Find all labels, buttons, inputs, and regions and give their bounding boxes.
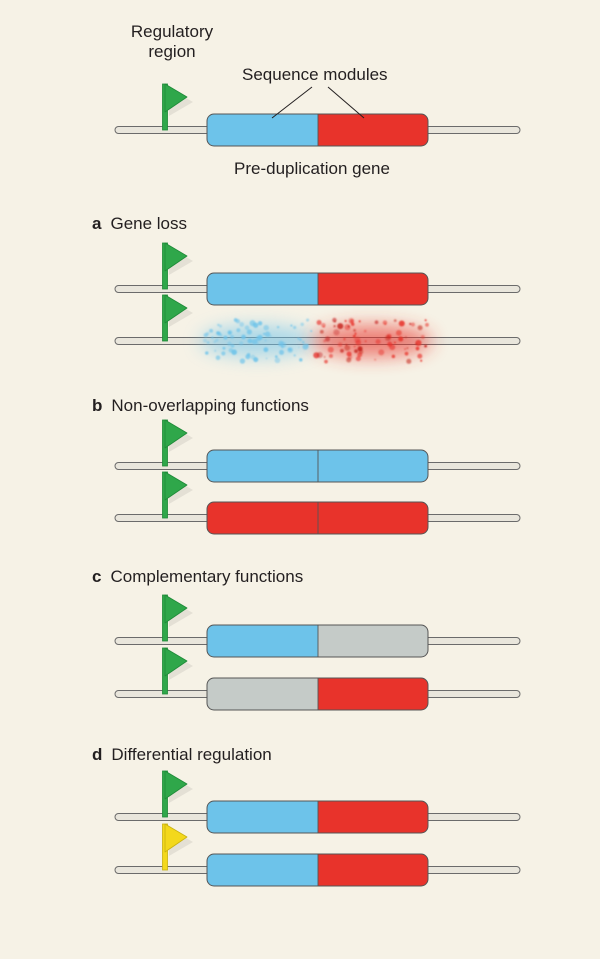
panel-d-row-1-regulatory-flag — [162, 770, 193, 818]
gene-module-left — [207, 502, 318, 534]
gene-module-right — [318, 801, 428, 833]
panel-c-row-1-regulatory-flag — [162, 594, 193, 642]
gene-outline — [206, 853, 429, 887]
panel-d-row-1-gene — [206, 800, 429, 834]
panel-a-row-1-regulatory-flag — [162, 242, 193, 290]
gene-module-left — [207, 450, 318, 482]
panel-c-row-2-gene — [206, 677, 429, 711]
panel-c-letter: c — [92, 567, 102, 586]
gene-outline — [206, 272, 429, 306]
panel-c-row-2-regulatory-flag — [162, 647, 193, 695]
pointer-line-blue-module — [271, 86, 313, 119]
gene-module-right — [318, 854, 428, 886]
panel-b-row-2-gene — [206, 501, 429, 535]
panel-a-title: a Gene loss — [92, 214, 187, 234]
panel-d-row-2-gene — [206, 853, 429, 887]
panel-d-title: d Differential regulation — [92, 745, 272, 765]
gene-outline — [206, 677, 429, 711]
gene-module-right — [318, 625, 428, 657]
panel-d-row-2-regulatory-flag — [162, 823, 193, 871]
panel-b-letter: b — [92, 396, 103, 415]
sequence-modules-label: Sequence modules — [242, 65, 388, 84]
gene-module-left — [207, 114, 318, 146]
panel-a-row-2-degraded-gene — [200, 317, 432, 364]
regulatory-flag-original — [162, 83, 193, 131]
panel-b-row-1-gene — [206, 449, 429, 483]
gene-outline — [206, 449, 429, 483]
panel-a-heading: Gene loss — [110, 214, 188, 233]
gene-outline — [206, 800, 429, 834]
flag-pennant — [164, 419, 188, 449]
panel-b-row-1-regulatory-flag — [162, 419, 193, 467]
gene-module-right — [318, 450, 428, 482]
gene-module-left — [207, 625, 318, 657]
pre-duplication-gene-label: Pre-duplication gene — [234, 159, 390, 178]
panel-d-letter: d — [92, 745, 103, 764]
gene-module-left — [207, 854, 318, 886]
regulatory-label-line2: region — [148, 42, 196, 61]
panel-a-row-2-regulatory-flag — [162, 294, 193, 342]
gene-module-right — [318, 114, 428, 146]
flag-pennant — [164, 242, 188, 272]
panel-a-letter: a — [92, 214, 102, 233]
flag-pennant — [164, 823, 188, 853]
panel-a-row-1-gene — [206, 272, 429, 306]
panel-b-row-2-regulatory-flag — [162, 471, 193, 519]
gene-module-left — [207, 801, 318, 833]
gene-module-left — [207, 678, 318, 710]
gene-module-right — [318, 273, 428, 305]
panel-c-heading: Complementary functions — [110, 567, 304, 586]
pre-duplication-gene — [206, 113, 429, 147]
pointer-line-red-module — [327, 86, 365, 119]
regulatory-label-line1: Regulatory — [130, 22, 214, 41]
panel-d-heading: Differential regulation — [111, 745, 272, 764]
flag-pennant — [164, 594, 188, 624]
regulatory-region-label: Regulatory region — [112, 22, 232, 62]
gene-outline — [206, 624, 429, 658]
panel-c-title: c Complementary functions — [92, 567, 303, 587]
degraded-speckles — [203, 317, 429, 364]
flag-pennant — [164, 294, 188, 324]
flag-pennant — [164, 770, 188, 800]
flag-pennant — [164, 471, 188, 501]
panel-b-title: b Non-overlapping functions — [92, 396, 309, 416]
panel-b-heading: Non-overlapping functions — [111, 396, 309, 415]
flag-pennant — [164, 647, 188, 677]
flag-pennant — [164, 83, 188, 113]
panel-c-row-1-gene — [206, 624, 429, 658]
gene-module-right — [318, 678, 428, 710]
gene-outline — [206, 113, 429, 147]
gene-module-right — [318, 502, 428, 534]
gene-outline — [206, 501, 429, 535]
gene-module-left — [207, 273, 318, 305]
